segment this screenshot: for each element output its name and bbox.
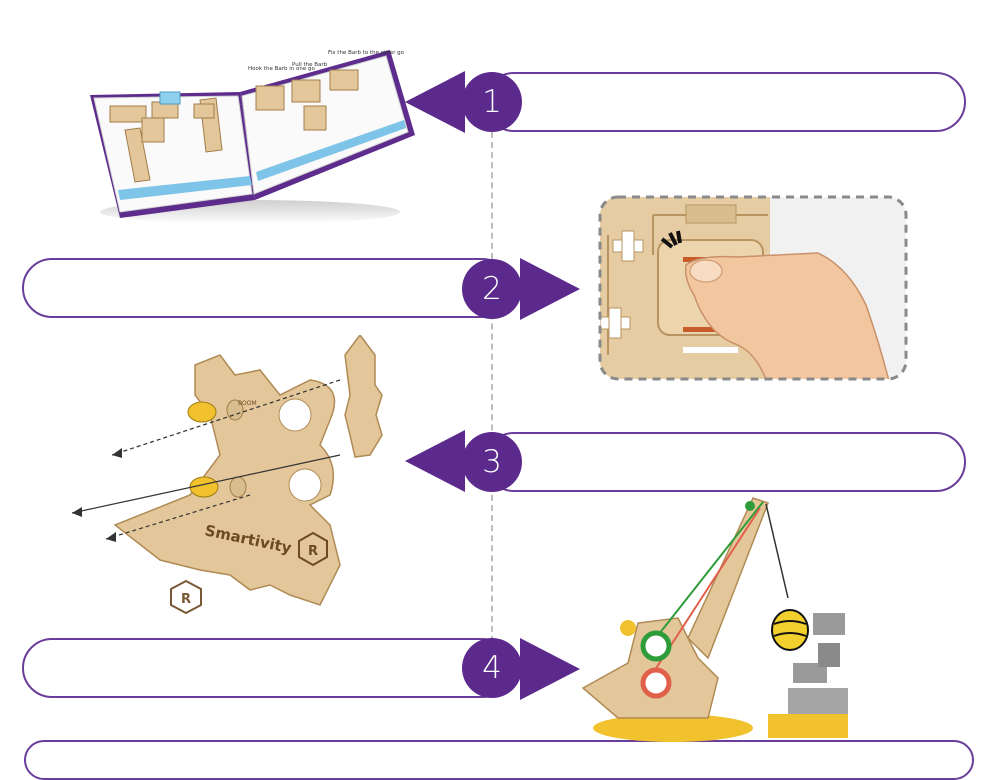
arrow-left-icon [405,71,465,133]
booklet-caption-2: Pull the Barb [292,62,328,68]
hexagon-badge-icon: R [170,579,202,615]
step-1-badge: 1 [462,72,522,132]
step-1-number: 1 [482,84,502,120]
hexagon-badge-icon: R [298,531,328,567]
step-4-pill [22,638,512,698]
booklet-caption-1: Hook the Barb in one go [248,66,315,72]
step-2-number: 2 [482,271,502,307]
arrow-right-icon [520,258,580,320]
step-2-pill [22,258,512,318]
plus-icon [612,230,644,262]
boom-label: BOOM [238,400,257,407]
assembly-exploded-illustration: Smartivity BOOM R R [71,335,383,615]
instruction-booklet-illustration: Hook the Barb in one go Pull the Barb Fi… [90,50,415,224]
step-1-pill [484,72,966,132]
timeline-dashed-line [491,132,493,642]
svg-text:R: R [181,592,191,607]
step-4-badge: 4 [462,638,522,698]
svg-text:R: R [308,544,318,559]
plus-icon [600,307,631,339]
booklet-caption-3: Fix the Barb to the other go [328,50,405,56]
step-4-number: 4 [482,650,502,686]
punch-out-illustration [598,195,908,381]
step-3-badge: 3 [462,432,522,492]
step-2-badge: 2 [462,259,522,319]
step-3-number: 3 [482,444,502,480]
arrow-right-icon [520,638,580,700]
arrow-left-icon [405,430,465,492]
finished-crane-illustration [581,497,848,742]
